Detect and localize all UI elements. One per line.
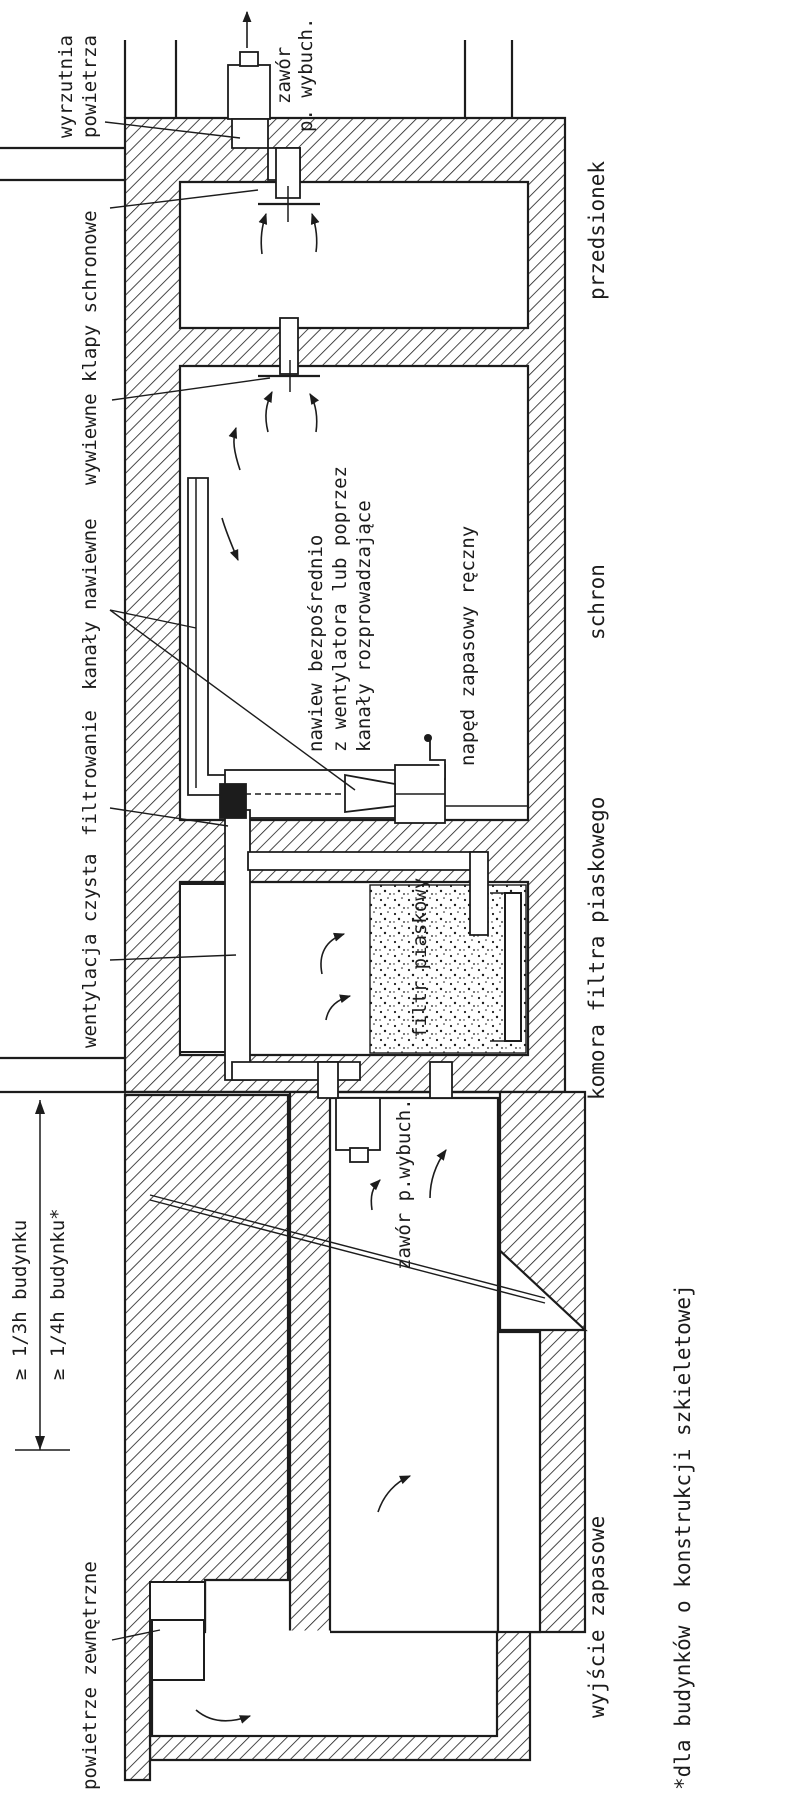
svg-text:z wentylatora lub poprzez: z wentylatora lub poprzez <box>329 466 351 752</box>
label-filtr: filtr piaskowy <box>409 878 431 1038</box>
svg-text:wyrzutnia: wyrzutnia <box>55 35 77 138</box>
label-komora: komora filtra piaskowego <box>585 797 609 1100</box>
svg-text:p. wybuch.: p. wybuch. <box>295 18 317 132</box>
svg-text:zawór: zawór <box>273 47 295 104</box>
label-wyrzutnia: wyrzutnia powietrza <box>55 35 101 138</box>
label-wentylacja: wentylacja czysta <box>79 854 101 1048</box>
ground-lines <box>0 146 126 1120</box>
leader-lines <box>104 121 546 1641</box>
flow-arrows <box>195 212 447 1724</box>
svg-text:nawiew bezpośrednio: nawiew bezpośrednio <box>305 535 327 752</box>
label-kanaly: kanały nawiewne <box>79 518 101 690</box>
label-przedsionek: przedsionek <box>585 161 609 300</box>
footnote: *dla budynków o konstrukcji szkieletowej <box>671 1284 695 1790</box>
explosion-valve-top <box>227 51 320 222</box>
label-dim1: ≥ 1/3h budynku <box>9 1220 31 1380</box>
svg-text:powietrza: powietrza <box>79 35 101 138</box>
dimension-marker <box>15 1100 70 1451</box>
label-klapy: wywiewne klapy schronowe <box>79 210 101 485</box>
label-dim2: ≥ 1/4h budynku* <box>47 1208 69 1380</box>
intake-opening <box>151 1619 205 1681</box>
explosion-valve-bottom <box>317 1061 453 1163</box>
label-naped: napęd zapasowy ręczny <box>457 526 479 766</box>
label-filtrowanie: filtrowanie <box>79 710 101 836</box>
filter-grate <box>504 892 522 1042</box>
fan-unit <box>344 734 528 824</box>
exit-room-step <box>496 1330 542 1634</box>
svg-text:kanały rozprowadzające: kanały rozprowadzające <box>353 500 375 752</box>
label-powietrze: powietrze zewnętrzne <box>79 1561 101 1790</box>
label-wyjscie: wyjście zapasowe <box>585 1516 609 1718</box>
sand-filter <box>369 884 527 1054</box>
label-zawor-top: zawór p. wybuch. <box>273 18 317 132</box>
supply-ducts <box>187 477 489 1081</box>
label-zawor-bottom: zawór p.wybuch. <box>393 1098 415 1270</box>
building-columns-top <box>123 40 514 118</box>
label-schron: schron <box>585 564 609 640</box>
shelter-flap-middle <box>258 317 320 392</box>
label-nawiew: nawiew bezpośrednio z wentylatora lub po… <box>305 466 375 752</box>
